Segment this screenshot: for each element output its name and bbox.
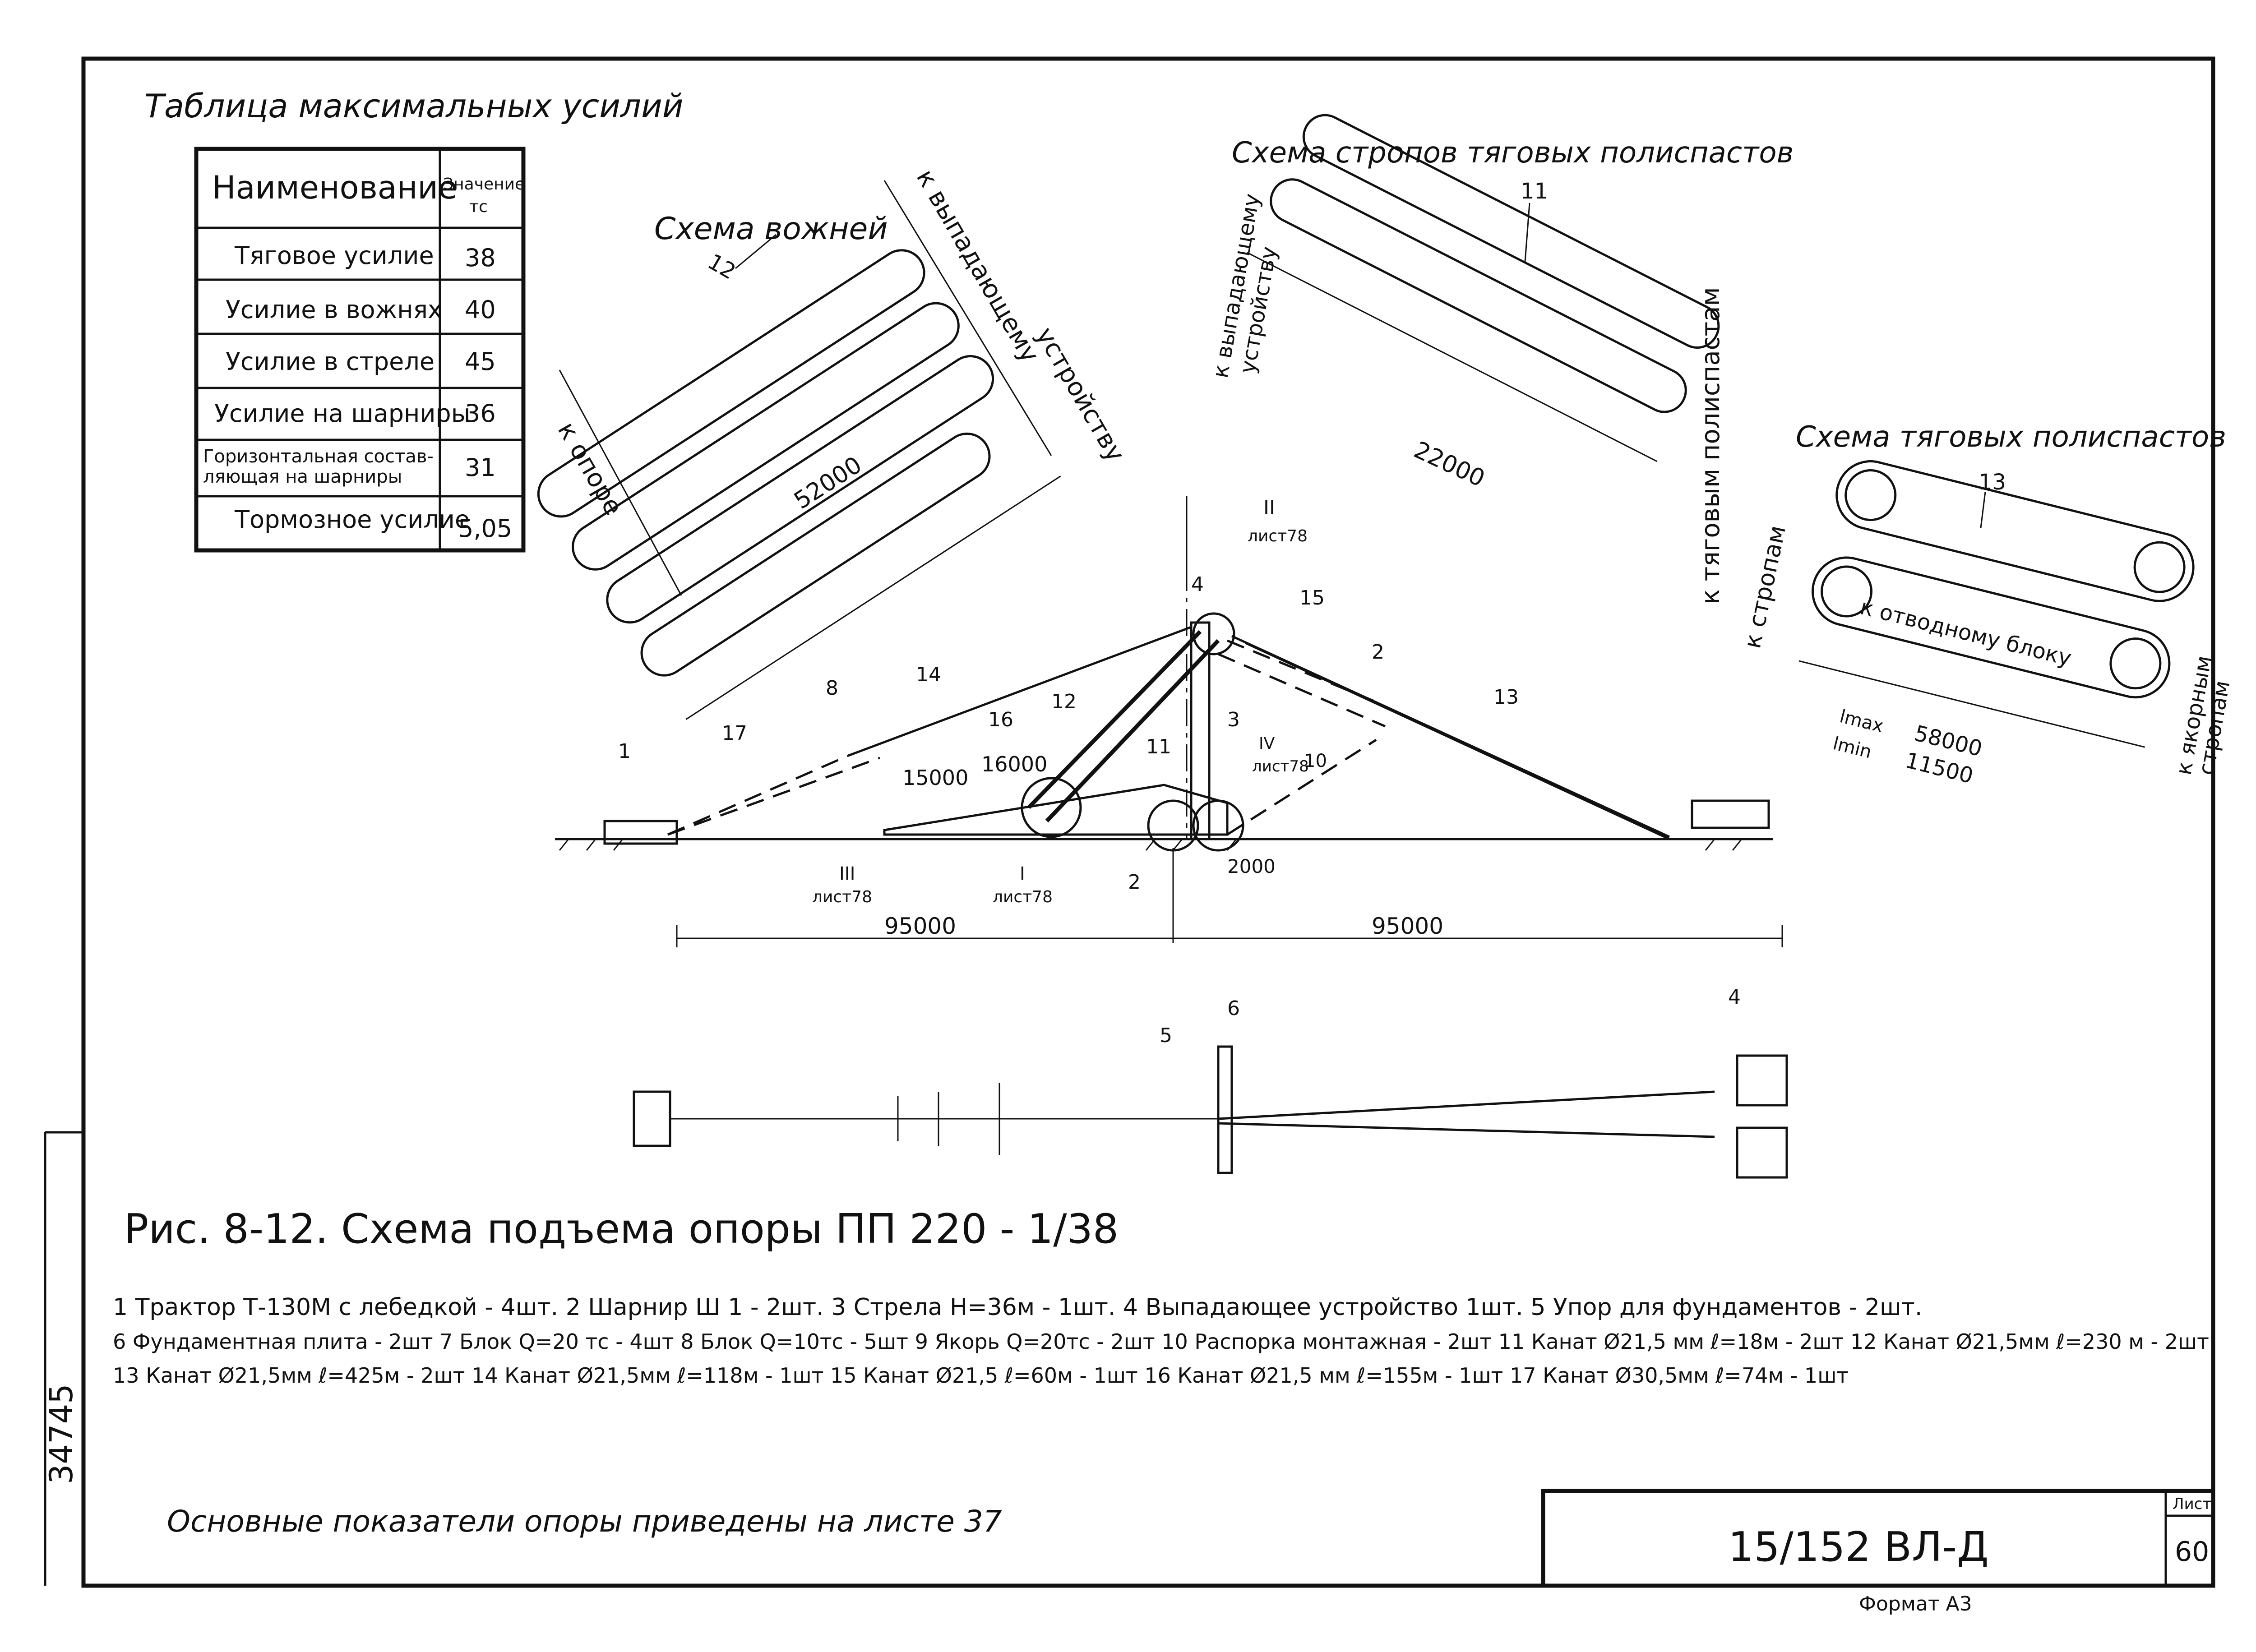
dim-left-95000: 95000 [884,913,956,939]
node-iv: IV [1259,734,1275,753]
node-ii-sheet: лист78 [1248,527,1308,545]
sling-scheme: Схема вожней 12 к выпадающему устройству… [537,165,1130,720]
tackle-to-strops: к стропам [1739,523,1791,651]
strop-scheme-title: Схема стропов тяговых полиспастов [1232,136,1794,170]
callout: 14 [916,663,941,686]
plan-callout: 5 [1160,1024,1172,1047]
plan-callout: 4 [1728,986,1741,1009]
node-iii-sheet: лист78 [812,888,872,906]
legend-line-2: 6 Фундаментная плита - 2шт 7 Блок Q=20 т… [113,1329,2209,1354]
table-cell-value: 38 [465,244,496,272]
node-ii: II [1263,496,1275,519]
table-cell-name: Горизонтальная состав- [203,446,434,467]
dim-15000: 15000 [902,766,968,790]
sheet-label: Лист [2173,1495,2211,1513]
callout: 2 [1372,641,1384,664]
table-header-value: Значение [443,175,525,194]
strop-to-tackle: к тяговым полиспастам [1696,287,1725,605]
callout: 2 [1128,871,1141,894]
callout: 11 [1146,735,1171,758]
sling-scheme-title: Схема вожней [654,211,888,247]
table-cell-value: 36 [465,399,496,428]
table-cell-name: Усилие в стреле [226,347,435,376]
doc-code: 15/152 ВЛ-Д [1728,1523,1988,1571]
callout: 12 [1051,690,1077,713]
lifting-elevation: II лист78 4 15 2 13 8 14 12 16 17 1 11 3… [555,496,1783,947]
sling-to-device-1: к выпадающему [911,165,1045,368]
node-iv-sheet: лист78 [1252,757,1309,775]
callout: 1 [618,740,631,763]
plan-callout: 6 [1227,997,1240,1020]
side-stamp: 34745 [43,1384,80,1484]
sling-to-support: к опоре [552,417,629,521]
callout: 8 [826,677,838,700]
legend-line-1: 1 Трактор Т-130М с лебедкой - 4шт. 2 Шар… [113,1294,1922,1321]
callout: 16 [988,708,1013,731]
node-iii: III [839,863,855,884]
callout-11: 11 [1521,179,1548,204]
max-force-table: Наименование Значение тс Тяговое усилие … [194,147,526,553]
plan-view: 5 6 4 [633,986,1788,1179]
table-header-unit: тс [469,198,488,216]
table-cell-name: Тормозное усилие [234,505,470,534]
callout: 13 [1493,686,1519,709]
table-cell-value: 31 [465,453,496,482]
tackle-lmax-label: lmax [1838,706,1886,737]
table-title: Таблица максимальных усилий [144,87,684,125]
table-cell-value: 5,05 [458,514,512,543]
node-i-sheet: лист78 [993,888,1053,906]
title-block: 15/152 ВЛ-Д Лист 60 Формат А3 [1541,1489,2215,1615]
table-cell-value: 45 [465,347,496,376]
table-cell-name: Тяговое усилие [234,241,434,270]
table-header-name: Наименование [212,169,458,206]
table-cell-name: Усилие на шарниры [214,399,470,428]
callout: 4 [1191,573,1204,596]
drawing-frame [81,56,2215,1588]
dim-16000: 16000 [981,752,1047,776]
table-cell-name-line2: ляющая на шарниры [203,466,402,487]
callout-12: 12 [703,249,740,285]
callout-13: 13 [1979,470,2006,495]
table-cell-value: 40 [465,295,496,324]
format-label: Формат А3 [1859,1592,1972,1615]
tackle-scheme: Схема тяговых полиспастов 13 к стропам к… [1739,420,2235,789]
callout: 15 [1299,586,1325,609]
callout: 10 [1304,751,1327,771]
sheet-number: 60 [2175,1536,2209,1568]
figure-caption: Рис. 8-12. Схема подъема опоры ПП 220 - … [124,1205,1119,1253]
table-cell-name: Усилие в вожнях [226,295,442,324]
strop-length: 22000 [1410,436,1489,492]
legend-line-3: 13 Канат Ø21,5мм ℓ=425м - 2шт 14 Канат Ø… [113,1363,1849,1388]
tackle-scheme-title: Схема тяговых полиспастов [1796,420,2226,454]
tackle-lmin-label: lmin [1831,733,1874,763]
callout: 3 [1227,708,1240,731]
note-text: Основные показатели опоры приведены на л… [167,1504,1002,1539]
dim-2000: 2000 [1227,855,1276,877]
callout: 17 [722,722,747,745]
dim-right-95000: 95000 [1372,913,1443,939]
node-i: I [1020,863,1025,884]
